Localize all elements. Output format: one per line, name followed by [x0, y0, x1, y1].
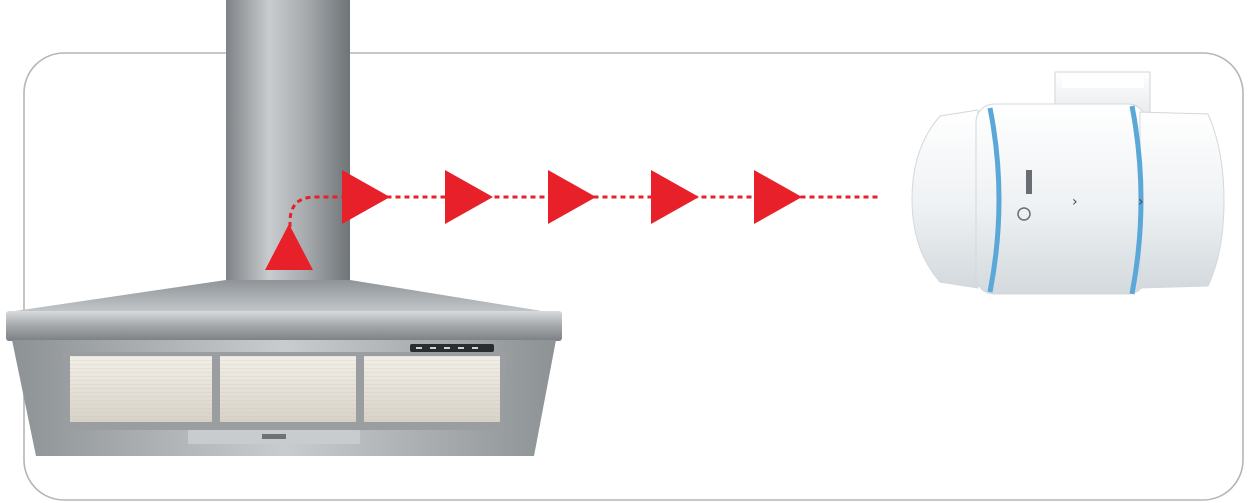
fan-outlet-collar: [1140, 112, 1224, 288]
fan-outlet-mark: ›: [1138, 194, 1144, 210]
hood-control-panel: [410, 344, 494, 352]
hood-front-bar: [6, 311, 562, 341]
fan-chevron-mark: ›: [1072, 194, 1078, 210]
